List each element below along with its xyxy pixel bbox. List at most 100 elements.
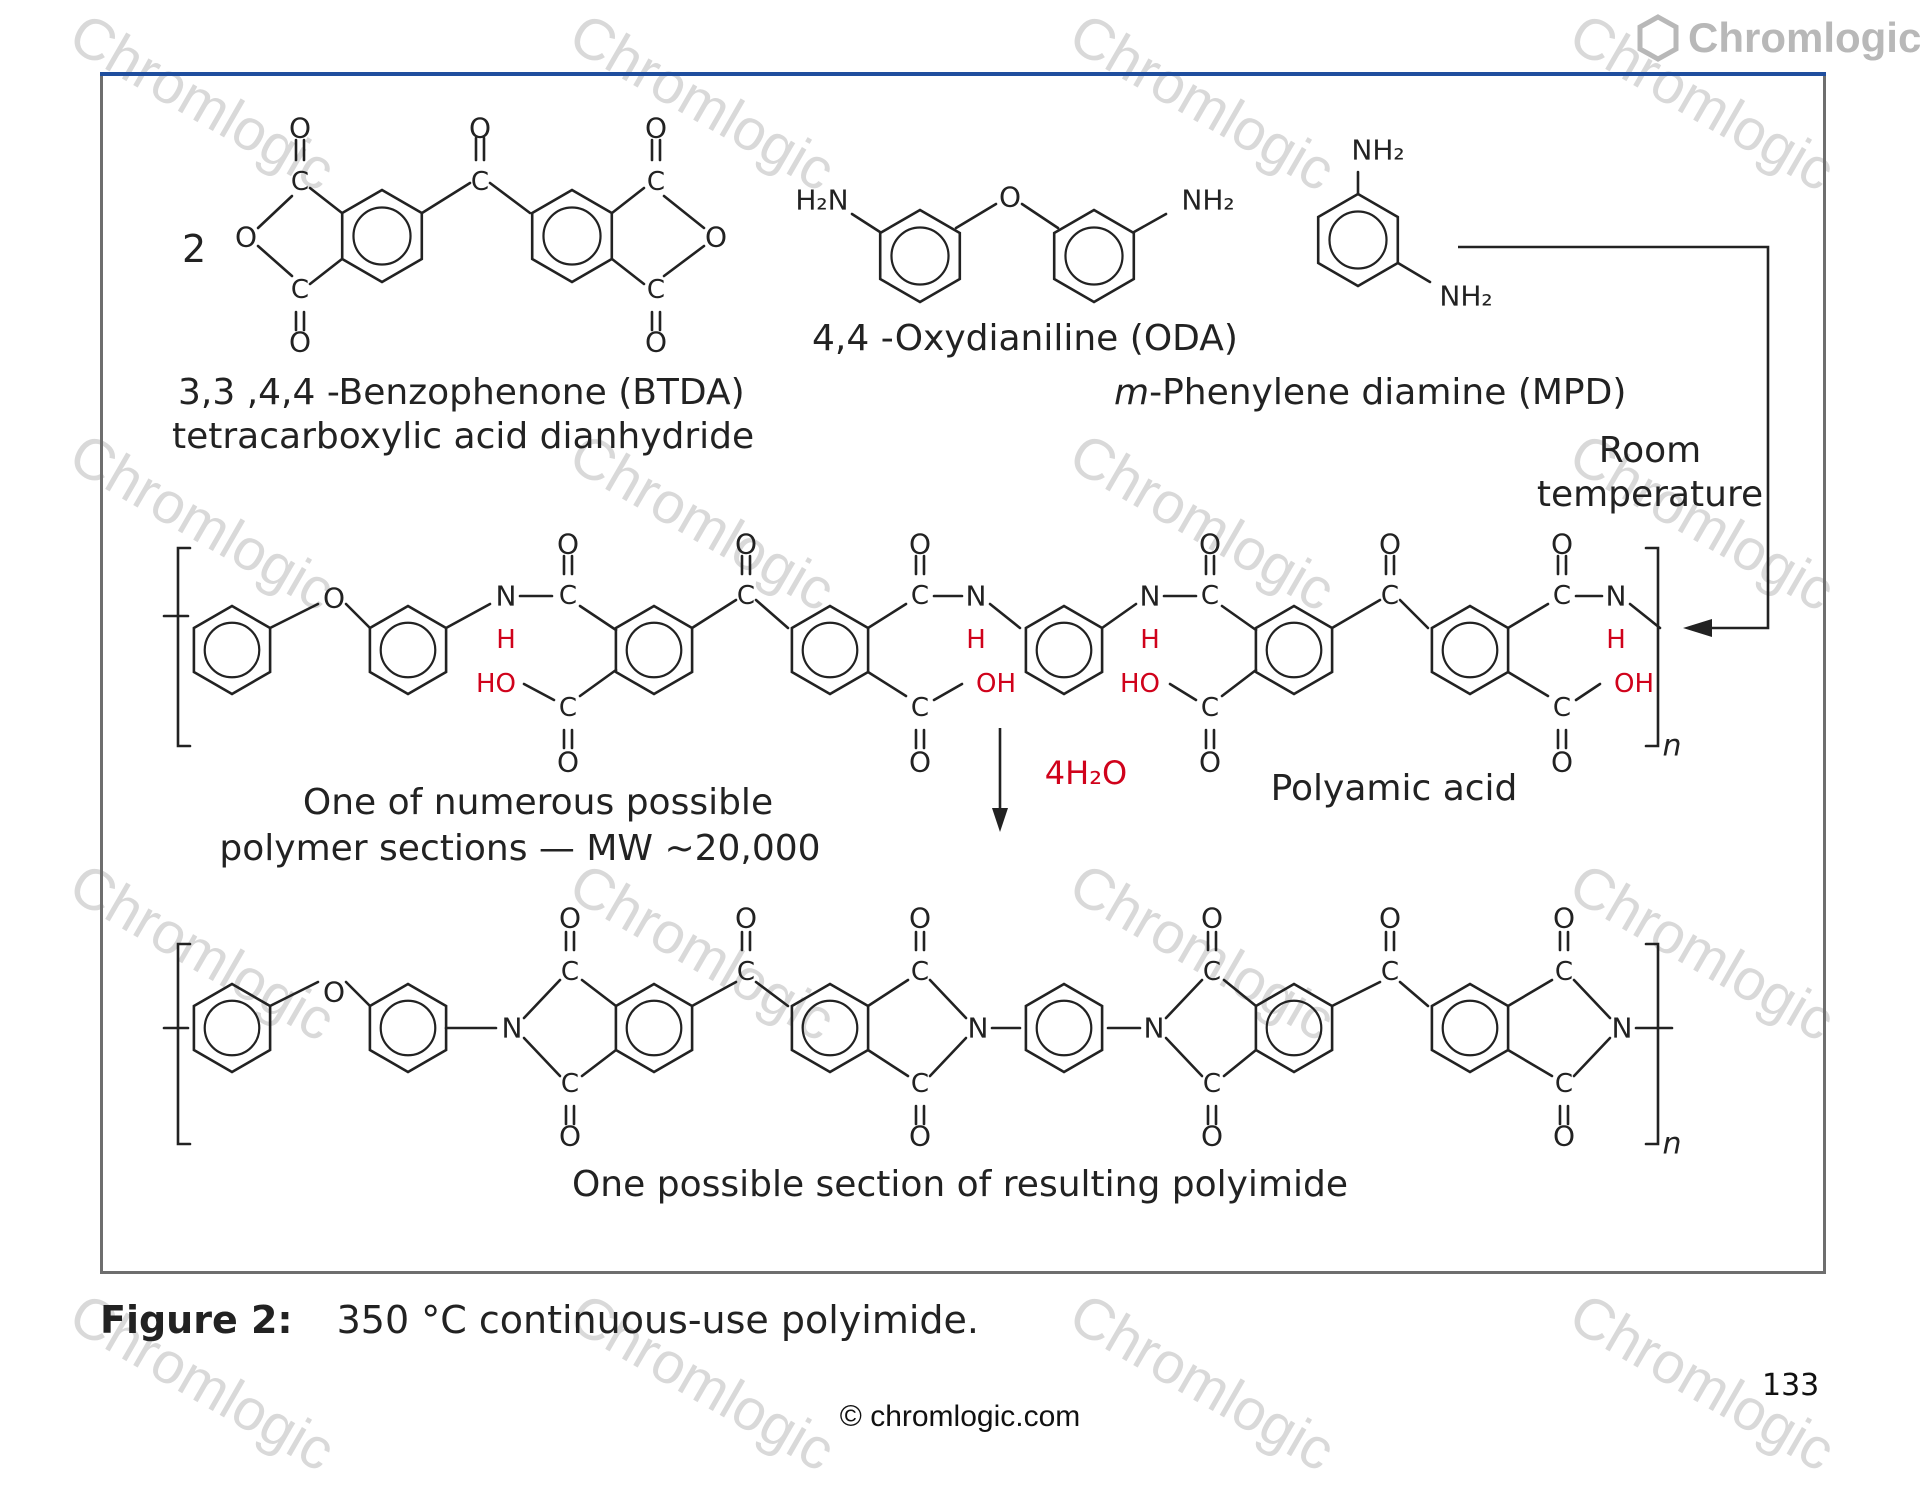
amine-group: H₂N bbox=[795, 184, 848, 217]
hexagon-icon bbox=[1637, 14, 1679, 62]
bond bbox=[866, 978, 910, 1008]
oxygen-atom: O bbox=[909, 746, 931, 779]
nitrogen-atom: N bbox=[1144, 1012, 1165, 1045]
oxygen-atom: O bbox=[323, 582, 345, 615]
hydrogen-atom: H bbox=[1140, 625, 1160, 655]
bond bbox=[1398, 980, 1430, 1008]
oxygen-atom: O bbox=[645, 112, 667, 145]
benzene-ring bbox=[1430, 982, 1510, 1074]
repeat-subscript: n bbox=[1662, 729, 1681, 764]
carbon-atom: C bbox=[1555, 957, 1573, 987]
bond bbox=[1222, 978, 1258, 1008]
oxygen-atom: O bbox=[1201, 902, 1223, 935]
oxygen-atom: O bbox=[735, 528, 757, 561]
nitrogen-atom: N bbox=[1612, 1012, 1633, 1045]
benzene-ring bbox=[192, 604, 272, 696]
benzene-ring bbox=[368, 982, 448, 1074]
carbon-atom: C bbox=[1553, 693, 1571, 723]
carbon-atom: C bbox=[647, 275, 665, 305]
carbon-atom: C bbox=[291, 167, 309, 197]
carbon-atom: C bbox=[291, 275, 309, 305]
bond bbox=[850, 212, 882, 234]
benzene-ring bbox=[1254, 604, 1334, 696]
benzene-ring bbox=[614, 604, 694, 696]
oda-name: 4,4 -Oxydianiline (ODA) bbox=[812, 318, 1238, 359]
logo-text: Chromlogic bbox=[1688, 14, 1920, 61]
oxygen-atom: O bbox=[735, 902, 757, 935]
bond bbox=[954, 202, 998, 230]
bond bbox=[1572, 1036, 1612, 1078]
bond bbox=[420, 181, 472, 215]
benzene-ring bbox=[530, 188, 614, 284]
oxygen-atom: O bbox=[1379, 528, 1401, 561]
bond bbox=[610, 186, 646, 215]
bond bbox=[690, 598, 738, 630]
benzene-ring bbox=[1316, 192, 1400, 288]
condition-line1: Room bbox=[1599, 430, 1702, 471]
bond bbox=[928, 1036, 968, 1078]
carbon-atom: C bbox=[561, 957, 579, 987]
amine-group: NH₂ bbox=[1351, 134, 1404, 167]
bond bbox=[268, 980, 320, 1008]
bond bbox=[444, 602, 492, 630]
hydrogen-atom: H bbox=[966, 625, 986, 655]
bond bbox=[1572, 978, 1612, 1020]
bond bbox=[1168, 682, 1198, 702]
bond bbox=[1020, 202, 1060, 230]
arrow-head bbox=[1683, 619, 1712, 637]
bond bbox=[344, 602, 372, 630]
oxygen-atom: O bbox=[1199, 528, 1221, 561]
benzene-ring bbox=[878, 208, 962, 304]
benzene-ring bbox=[192, 982, 272, 1074]
carbon-atom: C bbox=[737, 957, 755, 987]
carbon-atom: C bbox=[561, 1069, 579, 1099]
bond bbox=[1506, 1048, 1554, 1078]
oxygen-atom: O bbox=[559, 902, 581, 935]
polymer-note-line1: One of numerous possible bbox=[303, 782, 773, 823]
carbon-atom: C bbox=[1201, 693, 1219, 723]
oxygen-atom: O bbox=[1553, 902, 1575, 935]
bond bbox=[580, 978, 618, 1008]
bond bbox=[988, 602, 1022, 630]
bond bbox=[308, 186, 344, 215]
bond bbox=[928, 978, 968, 1020]
bond bbox=[488, 181, 532, 215]
oxygen-atom: O bbox=[1199, 746, 1221, 779]
bracket-right bbox=[1644, 546, 1660, 748]
bond bbox=[754, 980, 790, 1008]
nitrogen-atom: N bbox=[502, 1012, 523, 1045]
page-number: 133 bbox=[1762, 1368, 1820, 1403]
bracket-left bbox=[176, 942, 192, 1146]
carbon-atom: C bbox=[471, 167, 489, 197]
arrow-head bbox=[992, 808, 1008, 832]
figure-caption: Figure 2:350 °C continuous-use polyimide… bbox=[100, 1298, 979, 1342]
carbon-atom: C bbox=[1201, 581, 1219, 611]
oxygen-atom: O bbox=[289, 112, 311, 145]
hydroxyl-group: HO bbox=[476, 669, 516, 699]
nitrogen-atom: N bbox=[966, 580, 987, 613]
hydroxyl-group: HO bbox=[1120, 669, 1160, 699]
amine-group: NH₂ bbox=[1181, 184, 1234, 217]
bond bbox=[256, 194, 294, 230]
bond bbox=[1396, 261, 1432, 284]
carbon-atom: C bbox=[1381, 957, 1399, 987]
oxygen-atom: O bbox=[1551, 528, 1573, 561]
bond bbox=[1132, 212, 1168, 234]
oxygen-atom: O bbox=[1553, 1120, 1575, 1153]
reaction-arrow bbox=[1458, 245, 1770, 630]
oxygen-atom: O bbox=[909, 528, 931, 561]
benzene-ring bbox=[790, 604, 870, 696]
oxygen-atom: O bbox=[909, 1120, 931, 1153]
btda-coefficient: 2 bbox=[182, 227, 206, 271]
bond bbox=[866, 670, 908, 698]
mpd-name: m-Phenylene diamine (MPD) bbox=[1114, 372, 1626, 413]
bond bbox=[268, 602, 320, 630]
nitrogen-atom: N bbox=[496, 580, 517, 613]
bond bbox=[344, 980, 372, 1008]
btda-name-line2: tetracarboxylic acid dianhydride bbox=[172, 416, 754, 457]
carbon-atom: C bbox=[737, 581, 755, 611]
mpd-name-rest: -Phenylene diamine (MPD) bbox=[1149, 372, 1626, 413]
carbon-atom: C bbox=[559, 581, 577, 611]
bond bbox=[1164, 978, 1204, 1020]
